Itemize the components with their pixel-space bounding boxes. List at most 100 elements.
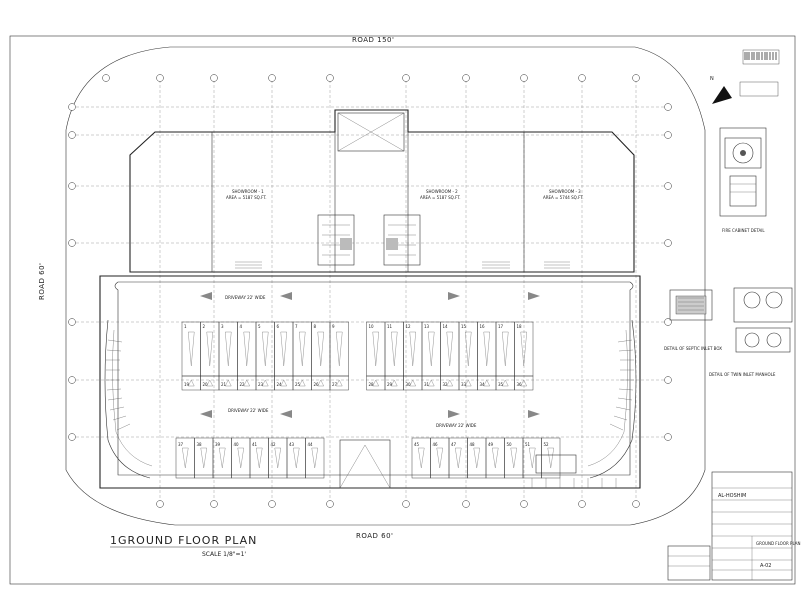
bay-arrow <box>547 447 554 469</box>
sheet-border <box>9 35 796 585</box>
parking-bay-number: 11 <box>387 324 393 329</box>
parking-bay-number: 28 <box>369 382 375 387</box>
driveway-label-2: DRIVEWAY 22' WIDE <box>228 408 269 413</box>
parking-bay-number: 31 <box>424 382 430 387</box>
parking-bay-number: 7 <box>295 324 298 329</box>
bay-arrow <box>446 379 454 387</box>
bay-arrow <box>182 447 189 469</box>
showroom-3-label: SHOWROOM - 3 <box>549 189 581 194</box>
north-label: N <box>710 76 714 82</box>
parking-bay-number: 25 <box>295 382 301 387</box>
parking-bay-number: 5 <box>258 324 261 329</box>
parking-bay-number: 29 <box>387 382 393 387</box>
firm-name: AL-HOSHIM <box>718 493 746 499</box>
parking-bay <box>458 321 478 377</box>
bay-arrow <box>206 379 214 387</box>
bay-arrow <box>298 379 306 387</box>
title-block-drawing-name: GROUND FLOOR PLAN <box>756 541 801 546</box>
parking-bay-number: 9 <box>332 324 335 329</box>
bay-arrow <box>317 331 324 367</box>
driveway-label-1: DRIVEWAY 22' WIDE <box>225 295 266 300</box>
parking-bay <box>421 321 441 377</box>
bay-arrow <box>188 331 195 367</box>
road-left-label: ROAD 60' <box>38 263 46 301</box>
parking-bay <box>181 321 201 377</box>
parking-bay-number: 44 <box>308 442 314 447</box>
parking-bay-number: 30 <box>406 382 412 387</box>
twin-inlet-manhole-detail: DETAIL OF TWIN INLET MANHOLE <box>709 287 793 377</box>
parking-bay-number: 20 <box>203 382 209 387</box>
bay-arrow <box>237 447 244 469</box>
parking-bay-number: 45 <box>414 442 420 447</box>
showroom-1-label: SHOWROOM - 1 <box>232 189 264 194</box>
parking-bay <box>440 321 460 377</box>
parking-bay <box>384 321 404 377</box>
bay-arrow <box>372 331 379 367</box>
bay-arrow <box>391 331 398 367</box>
parking-bay-number: 22 <box>240 382 246 387</box>
bay-arrow <box>428 331 435 367</box>
parking-bay-number: 21 <box>221 382 227 387</box>
parking-bay-number: 48 <box>470 442 476 447</box>
parking-bay <box>495 321 515 377</box>
road-top-label: ROAD 150' <box>352 36 394 44</box>
bay-arrow <box>311 447 318 469</box>
parking-bay <box>237 321 257 377</box>
title-scale: SCALE 1/8"=1' <box>202 551 246 558</box>
bay-arrow <box>529 447 536 469</box>
parking-bay-number: 33 <box>461 382 467 387</box>
bay-arrow <box>409 331 416 367</box>
parking-bay-number: 43 <box>289 442 295 447</box>
fire-cabinet-detail: FIRE CABINET DETAIL <box>719 127 767 233</box>
parking-bay-number: 17 <box>498 324 504 329</box>
parking-bay <box>541 437 561 479</box>
parking-bay-number: 24 <box>277 382 283 387</box>
parking-bay-number: 6 <box>277 324 280 329</box>
bay-arrow <box>243 331 250 367</box>
bay-arrow <box>446 331 453 367</box>
parking-bay <box>218 321 238 377</box>
bay-arrow <box>372 379 380 387</box>
parking-bay-number: 4 <box>240 324 243 329</box>
driveway-label-3: DRIVEWAY 22' WIDE <box>436 423 477 428</box>
parking-bay-number: 14 <box>443 324 449 329</box>
bay-arrow <box>465 331 472 367</box>
title-block-sheet: A-02 <box>760 563 771 569</box>
parking-bay-number: 49 <box>488 442 494 447</box>
parking-bay-number: 37 <box>178 442 184 447</box>
parking-bay <box>514 321 534 377</box>
parking-bay-number: 19 <box>184 382 190 387</box>
parking-bay <box>477 321 497 377</box>
grid-axes <box>68 74 672 508</box>
parking-bay-number: 15 <box>461 324 467 329</box>
parking-bay-number: 2 <box>203 324 206 329</box>
bay-arrow <box>262 331 269 367</box>
bay-arrow <box>483 379 491 387</box>
parking-bay <box>305 437 325 479</box>
road-bottom-label: ROAD 60' <box>356 532 394 540</box>
bay-arrow <box>510 447 517 469</box>
bay-arrow <box>492 447 499 469</box>
bay-arrow <box>219 447 226 469</box>
bay-arrow <box>280 331 287 367</box>
bay-arrow <box>256 447 263 469</box>
bay-arrow <box>335 379 343 387</box>
parking-bay-number: 38 <box>197 442 203 447</box>
bay-arrow <box>473 447 480 469</box>
showroom-1-area: AREA = 5187 SQ.FT. <box>226 195 267 200</box>
parking-bay-number: 27 <box>332 382 338 387</box>
parking-bay-number: 32 <box>443 382 449 387</box>
parking-bay <box>255 321 275 377</box>
showroom-block: SHOWROOM - 1 AREA = 5187 SQ.FT. SHOWROOM… <box>129 109 635 273</box>
title-number: 1 <box>110 534 118 547</box>
north-arrow-icon: N <box>710 76 732 104</box>
septic-inlet-detail: DETAIL OF SEPTIC INLET BOX <box>664 289 722 351</box>
bottom-entrance <box>339 439 617 489</box>
parking-bay-number: 34 <box>480 382 486 387</box>
parking-bay <box>292 321 312 377</box>
parking-bay <box>274 321 294 377</box>
bay-arrow <box>336 331 343 367</box>
